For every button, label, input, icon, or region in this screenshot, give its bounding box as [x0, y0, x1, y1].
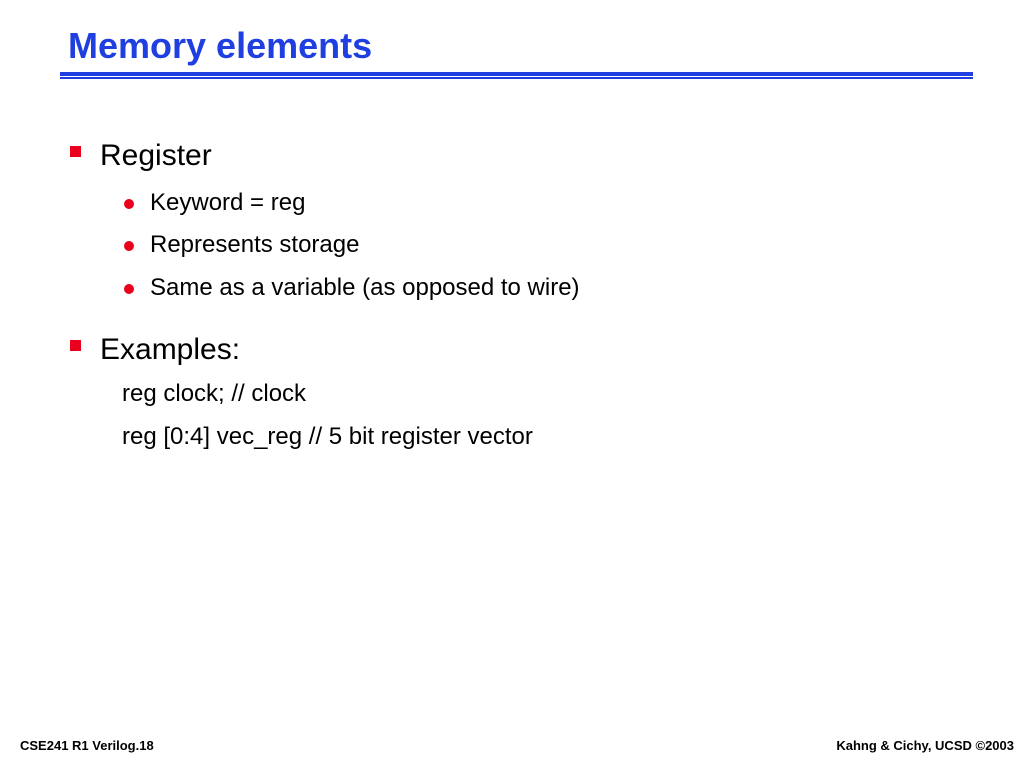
- sub-bullet-keyword: Keyword = reg: [150, 189, 306, 216]
- red-dot-bullet-icon: [124, 199, 134, 209]
- red-dot-bullet-icon: [124, 241, 134, 251]
- code-example-line: reg [0:4] vec_reg // 5 bit register vect…: [122, 423, 533, 450]
- code-example-line: reg clock; // clock: [122, 380, 307, 407]
- title-underline-thin: [60, 77, 973, 79]
- red-square-bullet-icon: [70, 146, 81, 157]
- slide-title: Memory elements: [68, 25, 373, 66]
- sub-bullet-variable: Same as a variable (as opposed to wire): [150, 274, 580, 301]
- sub-bullet-storage: Represents storage: [150, 231, 360, 258]
- footer-copyright: Kahng & Cichy, UCSD ©2003: [836, 738, 1014, 753]
- bullet-register: Register: [100, 139, 212, 172]
- footer-course-label: CSE241 R1 Verilog.18: [20, 738, 154, 753]
- bullet-examples: Examples:: [100, 333, 241, 366]
- red-dot-bullet-icon: [124, 284, 134, 294]
- title-underline: [60, 72, 973, 76]
- red-square-bullet-icon: [70, 340, 81, 351]
